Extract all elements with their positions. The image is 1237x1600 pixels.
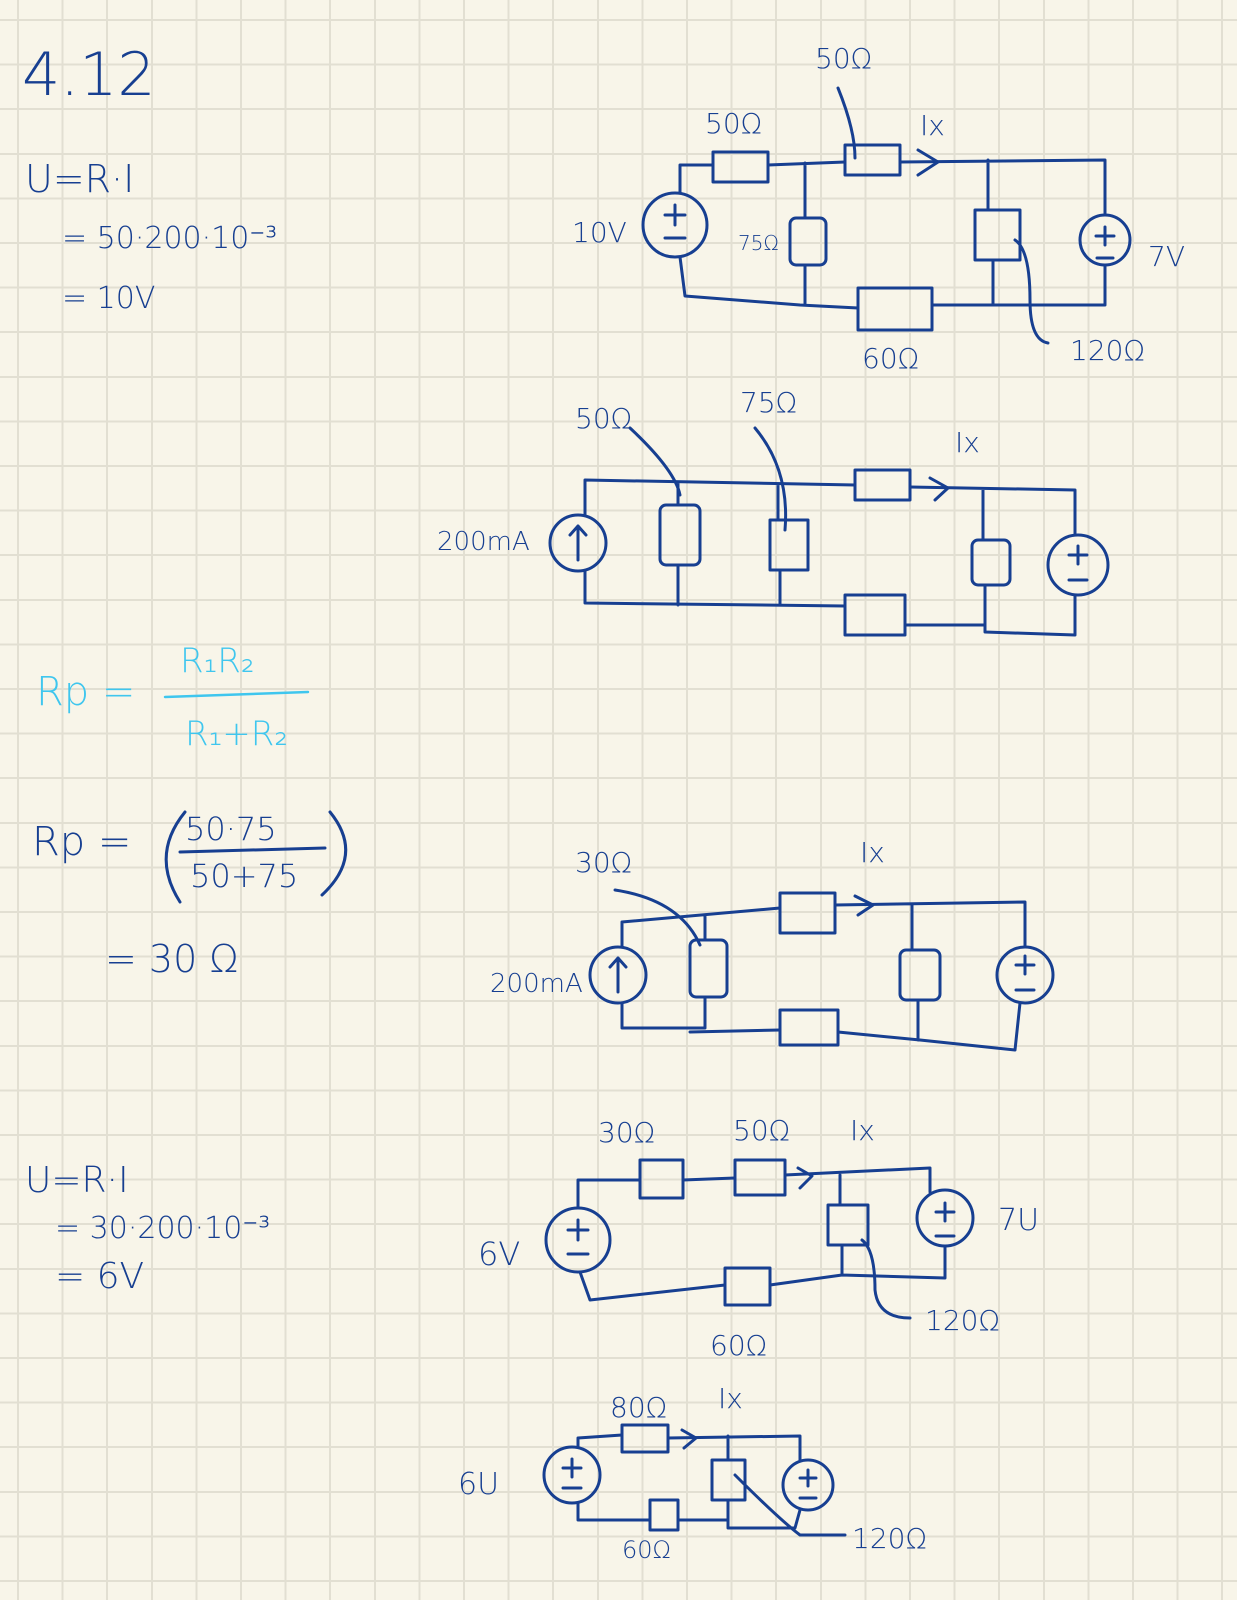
fraction-bar xyxy=(178,846,327,854)
current-arrow xyxy=(680,1428,698,1450)
parallel-resistance-formula: Rp = R₁R₂ R₁+R₂ xyxy=(36,641,310,754)
resistor-75-ohm xyxy=(788,216,828,267)
rp-calculation: Rp = 50·75 50+75 = 30 Ω xyxy=(32,810,348,981)
resistor-120-ohm xyxy=(826,1203,870,1247)
label-ix: Ix xyxy=(860,836,885,869)
voltage-source-7v xyxy=(1078,213,1132,267)
formula-denominator: R₁+R₂ xyxy=(185,714,288,754)
resistor-50-ohm-a xyxy=(711,150,770,184)
label-r4: 60Ω xyxy=(710,1329,767,1362)
label-ix: Ix xyxy=(920,109,945,142)
label-r2: 120Ω xyxy=(852,1522,927,1555)
label-6v: 6V xyxy=(478,1235,520,1273)
label-7u: 7U xyxy=(998,1203,1039,1238)
label-r2: 50Ω xyxy=(733,1114,790,1147)
rp-denominator: 50+75 xyxy=(190,857,298,895)
resistor-30-ohm xyxy=(688,938,729,999)
label-r1: 30Ω xyxy=(575,846,632,879)
voltage-source-6v xyxy=(544,1206,612,1274)
label-ix: Ix xyxy=(955,426,980,459)
resistor-top xyxy=(853,468,912,502)
resistor-120-ohm xyxy=(973,208,1022,262)
wires xyxy=(576,1166,947,1302)
voltage-source xyxy=(781,1458,835,1512)
label-r1: 50Ω xyxy=(705,107,762,140)
circuit-2: 200mA 50Ω 75Ω Ix xyxy=(437,386,1110,637)
paren-left xyxy=(164,810,187,904)
resistor-right xyxy=(970,538,1012,587)
rp-numerator: 50·75 xyxy=(185,810,277,848)
paren-right xyxy=(320,810,348,897)
label-r4: 60Ω xyxy=(862,342,919,375)
resistor-50-ohm-b xyxy=(843,143,902,177)
circuit-5: 6U 80Ω Ix 120Ω 60Ω xyxy=(458,1382,927,1564)
current-arrow xyxy=(928,476,950,502)
resistor-50-ohm xyxy=(658,503,702,567)
label-ix: Ix xyxy=(850,1114,875,1147)
label-200ma: 200mA xyxy=(490,969,583,999)
wires xyxy=(620,900,1027,1052)
voltage-source-10v xyxy=(641,191,709,259)
wires xyxy=(583,478,1077,637)
voltage-source xyxy=(1046,533,1110,597)
leader-line xyxy=(860,1238,912,1320)
label-7v: 7V xyxy=(1148,240,1185,273)
leader-lines xyxy=(836,86,1050,345)
calc1-line2: = 50·200·10⁻³ xyxy=(62,221,277,256)
resistor-50-ohm xyxy=(733,1158,787,1197)
voltage-source xyxy=(995,945,1055,1005)
label-r3: 60Ω xyxy=(622,1536,671,1564)
label-r3: 75Ω xyxy=(738,231,779,255)
label-6u: 6U xyxy=(458,1467,499,1502)
leader-line xyxy=(613,888,702,947)
label-ix: Ix xyxy=(718,1382,743,1415)
calc1-line1: U=R·I xyxy=(25,157,134,201)
label-r2: 50Ω xyxy=(815,42,872,75)
resistor-120-ohm xyxy=(710,1458,747,1502)
resistor-30-ohm xyxy=(638,1158,685,1200)
wires xyxy=(678,158,1107,310)
label-10v: 10V xyxy=(572,216,627,249)
current-source-200ma xyxy=(548,513,608,573)
circuit-1: 10V 50Ω 50Ω 75Ω 60Ω 120Ω 7V Ix xyxy=(572,42,1185,375)
label-r1: 30Ω xyxy=(598,1116,655,1149)
rp-result: = 30 Ω xyxy=(105,937,238,981)
voltage-source-6u xyxy=(542,1445,602,1505)
resistor-60-ohm xyxy=(648,1498,680,1532)
label-r2: 75Ω xyxy=(740,386,797,419)
label-r5: 120Ω xyxy=(1070,334,1145,367)
formula-numerator: R₁R₂ xyxy=(180,641,255,681)
resistor-60-ohm xyxy=(723,1266,772,1307)
calc3-line1: U=R·I xyxy=(25,1160,129,1201)
resistor-bottom xyxy=(843,593,907,637)
resistor-60-ohm xyxy=(856,286,934,332)
wires xyxy=(576,1433,802,1530)
leader-lines xyxy=(628,426,788,532)
resistor-top xyxy=(778,891,837,935)
calc3-line2: = 30·200·10⁻³ xyxy=(55,1211,270,1246)
leader-line xyxy=(733,1473,847,1537)
label-r1: 80Ω xyxy=(610,1391,667,1424)
resistor-75-ohm xyxy=(768,518,810,572)
rp-lhs: Rp = xyxy=(32,819,131,865)
resistor-80-ohm xyxy=(620,1423,670,1454)
calc1-line3: = 10V xyxy=(62,281,155,316)
current-arrow xyxy=(853,894,875,917)
label-r1: 50Ω xyxy=(575,402,632,435)
resistor-right xyxy=(898,948,942,1002)
label-r3: 120Ω xyxy=(925,1304,1000,1337)
circuit-4: 6V 30Ω 50Ω Ix 7U 120Ω 60Ω xyxy=(478,1114,1039,1362)
current-arrow xyxy=(796,1166,814,1190)
left-notes: 4.12 U=R·I = 50·200·10⁻³ = 10V Rp = R₁R₂… xyxy=(22,40,348,1297)
formula-lhs: Rp = xyxy=(36,669,135,715)
resistor-bottom xyxy=(778,1008,840,1047)
voltage-source-7u xyxy=(915,1188,975,1248)
problem-number: 4.12 xyxy=(22,40,156,110)
fraction-bar xyxy=(163,690,310,699)
label-200ma: 200mA xyxy=(437,527,530,557)
circuit-3: 200mA 30Ω Ix xyxy=(490,836,1055,1052)
current-arrow xyxy=(916,148,940,177)
calc3-line3: = 6V xyxy=(55,1256,144,1297)
current-source-200ma xyxy=(588,945,648,1005)
